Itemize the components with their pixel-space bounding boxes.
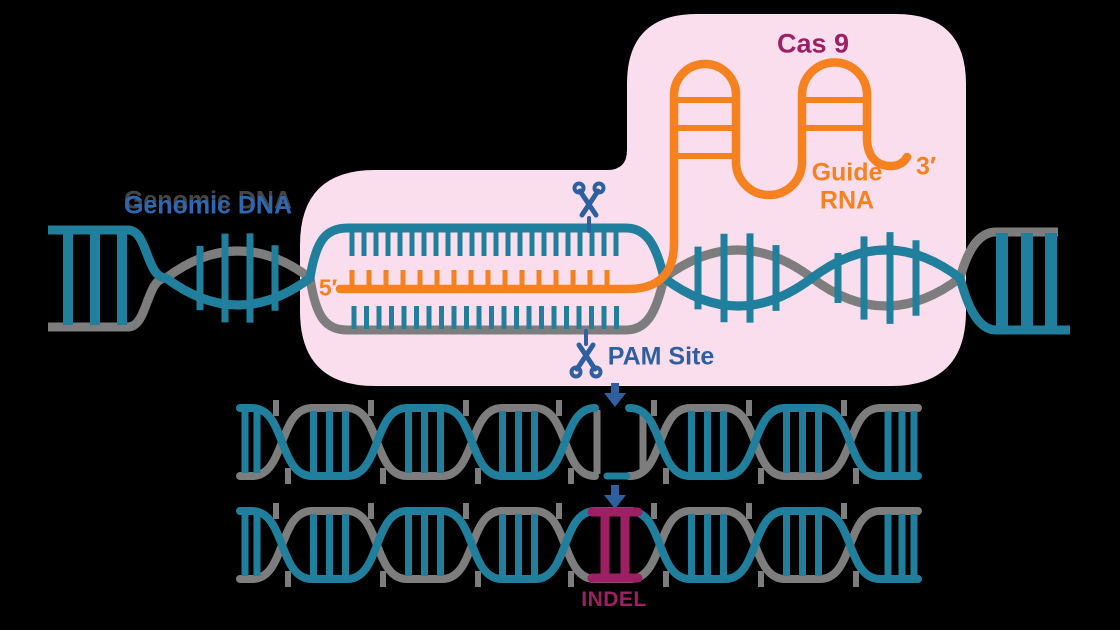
dna-strand-teal <box>236 507 922 583</box>
dna-strand-teal <box>48 223 1070 335</box>
pam-site-label: PAM Site <box>607 342 715 371</box>
repair-arrow-icon <box>604 485 626 509</box>
cut-arrow-icon <box>604 383 626 407</box>
genomic-dna-helix <box>48 223 1070 335</box>
dna-strand-gray <box>236 404 599 480</box>
dna-strand-teal <box>236 404 599 480</box>
guide-rna-label-line2: RNA <box>819 186 875 214</box>
indel-label: INDEL <box>581 588 647 611</box>
three-prime-label: 3′ <box>916 152 936 181</box>
five-prime-label: 5′ <box>318 274 338 301</box>
guide-rna-label-line1: Guide <box>811 158 883 187</box>
guide-rna-strand <box>335 58 912 294</box>
dna-strand-gray <box>48 227 1058 335</box>
scissors-icon-bottom <box>569 329 603 379</box>
indel-insertion <box>587 507 643 583</box>
repaired-dna-strand-row <box>236 503 922 587</box>
cut-dna-strand-row <box>236 400 922 484</box>
dna-strand-teal <box>625 404 922 480</box>
cas9-label: Cas 9 <box>776 28 850 59</box>
guide-rna-backbone <box>335 58 912 294</box>
genomic-dna-label: Genomic DNA <box>123 191 293 220</box>
scissors-icon-top <box>572 181 606 233</box>
